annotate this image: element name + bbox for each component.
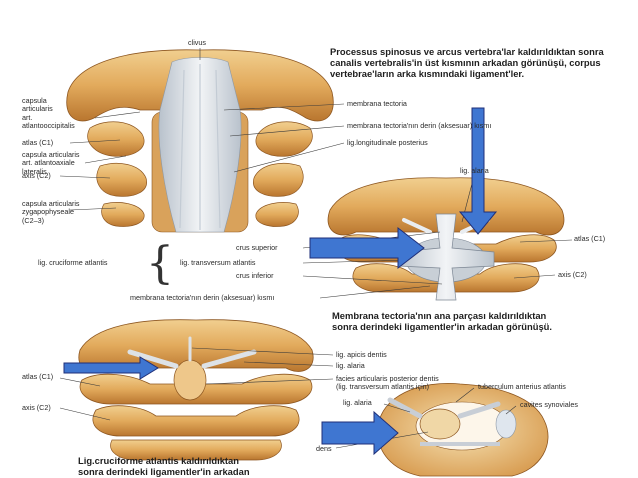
axis-left-mass [96,163,147,197]
label-lig-alaria-mid: lig. alaria [460,166,489,175]
label-membrana-tectoria-derin-mid: membrana tectoria'nın derin (aksesuar) k… [130,293,275,302]
caption-top: Processus spinosus ve arcus vertebra'lar… [330,46,604,79]
arrow-right-transversum [309,226,425,270]
atlas-left-mass [87,121,145,157]
caption-bottom: Lig.cruciforme atlantis kaldırıldıktan s… [78,455,250,477]
label-lig-alaria-bottom: lig. alaria [336,361,365,370]
label-atlas-c1-bottom: atlas (C1) [22,372,54,381]
label-atlas-c1-mid: atlas (C1) [574,234,606,243]
label-membrana-tectoria-derin: membrana tectoria'nın derin (aksesuar) k… [347,121,492,130]
label-facies-articularis: facies articularis posterior dentis (lig… [336,374,439,392]
bottom-left-illustration [78,319,314,461]
label-dens: dens [316,444,332,453]
arrow-right-ring [321,410,399,456]
arrow-down-lig-alaria [458,107,498,235]
caption-middle: Membrana tectoria'nın ana parçası kaldır… [332,310,552,332]
label-crus-superior: crus superior [236,243,278,252]
label-lig-cruciforme: lig. cruciforme atlantis [38,258,108,267]
occipital-mid-shape [327,177,565,236]
label-lig-transversum: lig. transversum atlantis [180,258,256,267]
label-axis-c2-bottom: axis (C2) [22,403,51,412]
brace-symbol: { [146,238,174,289]
label-lig-longitudinale: lig.longitudinale posterius [347,138,428,147]
c3-bottom-shape [110,439,282,461]
label-atlas-c1-top: atlas (C1) [22,138,54,147]
label-crus-inferior: crus inferior [236,271,274,280]
label-capsula-atlantoaxiale: capsula articularis art. atlantoaxiale l… [22,150,80,176]
bottom-right-illustration [377,383,549,477]
arrow-right-alaria-bottom [63,356,159,380]
dens-ring-shape [419,408,461,440]
label-clivus: clivus [188,38,206,47]
label-capsula-atlantooccipitalis: capsula articularis art. atlantooccipita… [22,96,75,131]
label-lig-alaria-ring: lig. alaria [343,398,372,407]
label-lig-apicis: lig. apicis dentis [336,350,387,359]
top-illustration [66,49,334,233]
label-cavites: cavites synoviales [520,400,578,409]
label-axis-c2-mid: axis (C2) [558,270,587,279]
axis-bottom-shape [92,405,300,437]
c3-left-mass [101,202,145,227]
label-capsula-zygapophyseale: capsula articularis zygapophyseale (C2–3… [22,199,80,225]
highlight-arrows [63,107,498,456]
label-tuberculum: tuberculum anterius atlantis [478,382,566,391]
dens-bottom-shape [173,359,207,401]
label-membrana-tectoria: membrana tectoria [347,99,407,108]
label-axis-c2-top: axis (C2) [22,171,51,180]
atlas-right-mass [255,121,313,157]
c3-right-mass [255,202,299,227]
axis-right-mass [253,163,304,197]
